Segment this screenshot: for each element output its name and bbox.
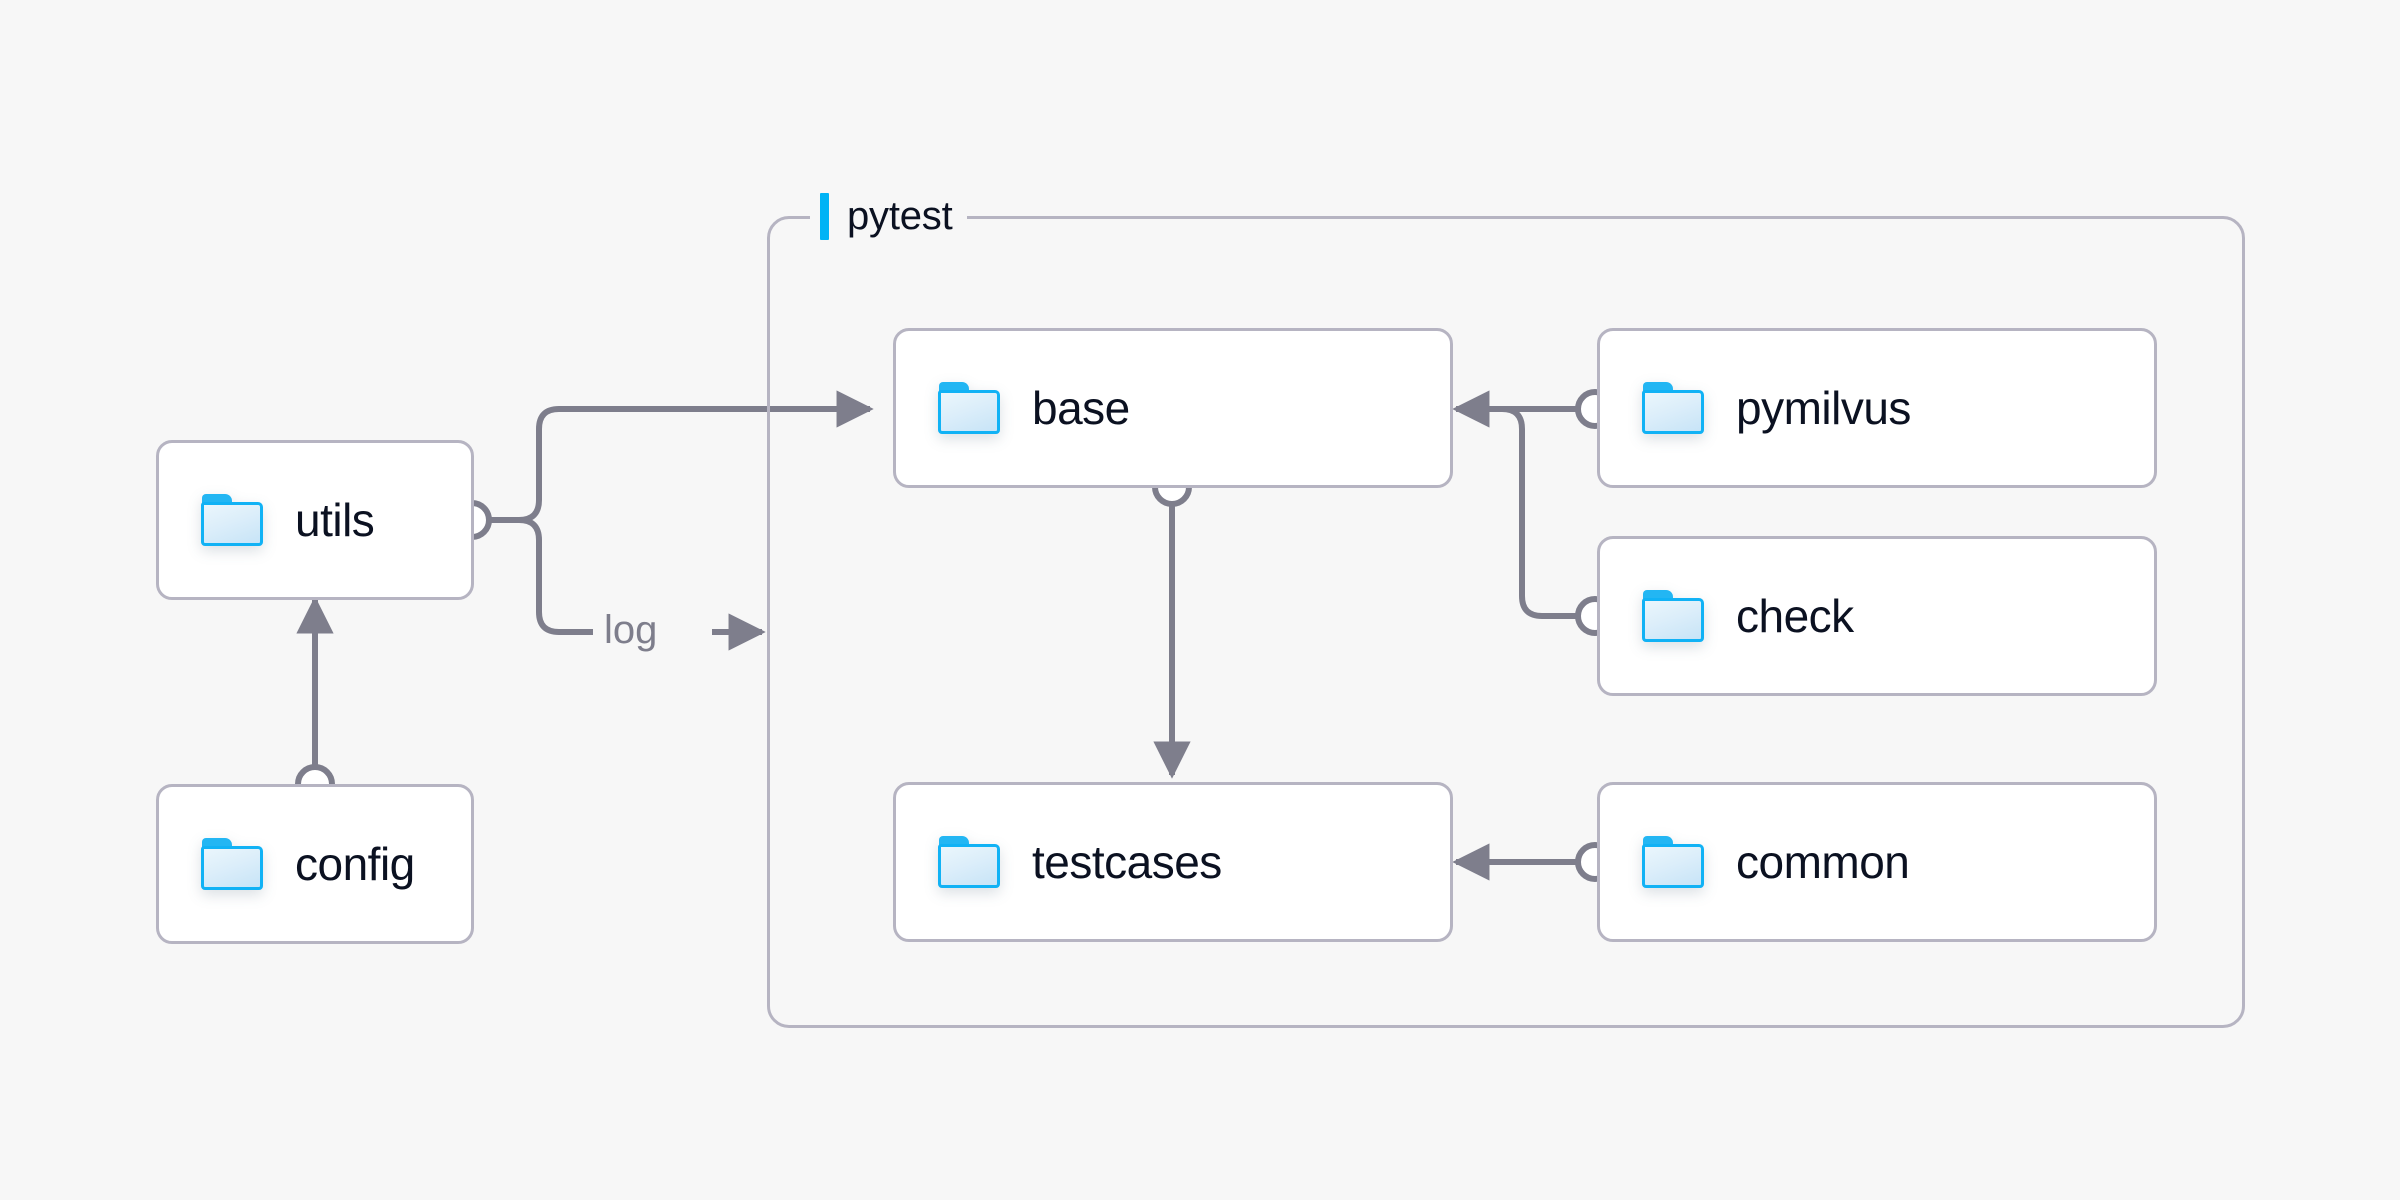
folder-icon	[1642, 382, 1704, 434]
folder-icon	[1642, 590, 1704, 642]
node-base[interactable]: base	[893, 328, 1453, 488]
node-common[interactable]: common	[1597, 782, 2157, 942]
pytest-group-container	[767, 216, 2245, 1028]
edge-utils-to-pytest-log	[489, 517, 766, 651]
pytest-group-label: pytest	[810, 188, 967, 244]
group-title-text: pytest	[847, 193, 953, 238]
folder-icon	[938, 836, 1000, 888]
node-label-utils: utils	[295, 494, 375, 546]
accent-bar-icon	[820, 192, 829, 240]
node-utils[interactable]: utils	[156, 440, 474, 600]
folder-icon	[1642, 836, 1704, 888]
node-config[interactable]: config	[156, 784, 474, 944]
node-label-testcases: testcases	[1032, 836, 1222, 888]
node-testcases[interactable]: testcases	[893, 782, 1453, 942]
folder-icon	[201, 494, 263, 546]
node-label-common: common	[1736, 836, 1910, 888]
edge-label-log: log	[604, 608, 658, 652]
edge-config-to-utils	[295, 596, 335, 804]
node-label-pymilvus: pymilvus	[1736, 382, 1911, 434]
node-pymilvus[interactable]: pymilvus	[1597, 328, 2157, 488]
node-check[interactable]: check	[1597, 536, 2157, 696]
node-label-config: config	[295, 838, 415, 890]
folder-icon	[201, 838, 263, 890]
node-label-base: base	[1032, 382, 1130, 434]
node-label-check: check	[1736, 590, 1854, 642]
folder-icon	[938, 382, 1000, 434]
